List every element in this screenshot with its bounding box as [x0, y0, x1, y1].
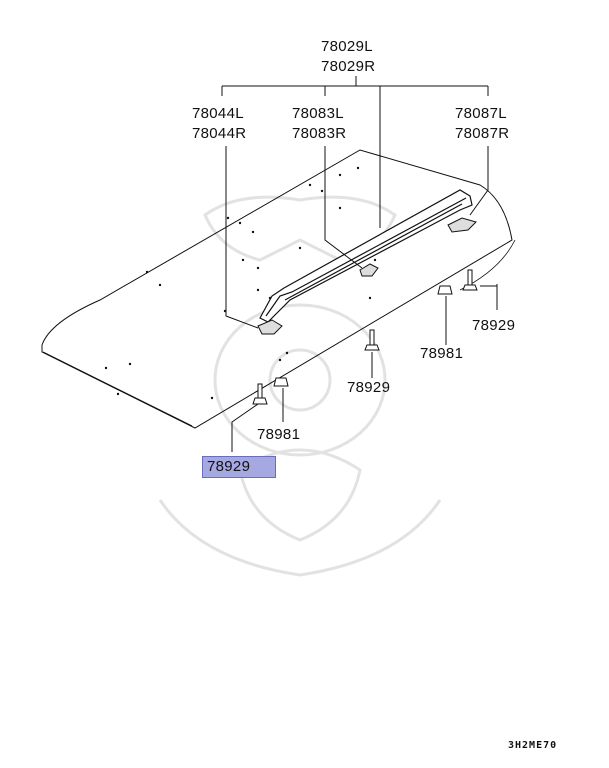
bolt-center [364, 329, 380, 351]
callout-78044R[interactable]: 78044R [192, 125, 247, 142]
callout-78981-left[interactable]: 78981 [257, 426, 301, 443]
watermark-emblem [158, 195, 442, 577]
bolt-left [252, 383, 268, 405]
callout-78929-left-highlighted[interactable]: 78929 [202, 456, 276, 478]
nut-right [437, 285, 453, 295]
callout-78981-right[interactable]: 78981 [420, 345, 464, 362]
callout-78087R[interactable]: 78087R [455, 125, 510, 142]
roof-rail [259, 189, 473, 323]
bolt-right [462, 269, 478, 291]
callout-78044L[interactable]: 78044L [192, 105, 244, 122]
leader-lines [221, 76, 498, 452]
callout-78029R[interactable]: 78029R [321, 58, 376, 75]
fasteners [252, 269, 478, 405]
rail-covers [257, 217, 477, 335]
roof-dots [104, 166, 377, 400]
callout-78029L[interactable]: 78029L [321, 38, 373, 55]
diagram-code: 3H2ME70 [508, 740, 558, 751]
callout-78083L[interactable]: 78083L [292, 105, 344, 122]
callout-78929-right[interactable]: 78929 [472, 317, 516, 334]
nut-left [273, 377, 289, 387]
callout-78083R[interactable]: 78083R [292, 125, 347, 142]
callout-78929-center[interactable]: 78929 [347, 379, 391, 396]
callout-78087L[interactable]: 78087L [455, 105, 507, 122]
